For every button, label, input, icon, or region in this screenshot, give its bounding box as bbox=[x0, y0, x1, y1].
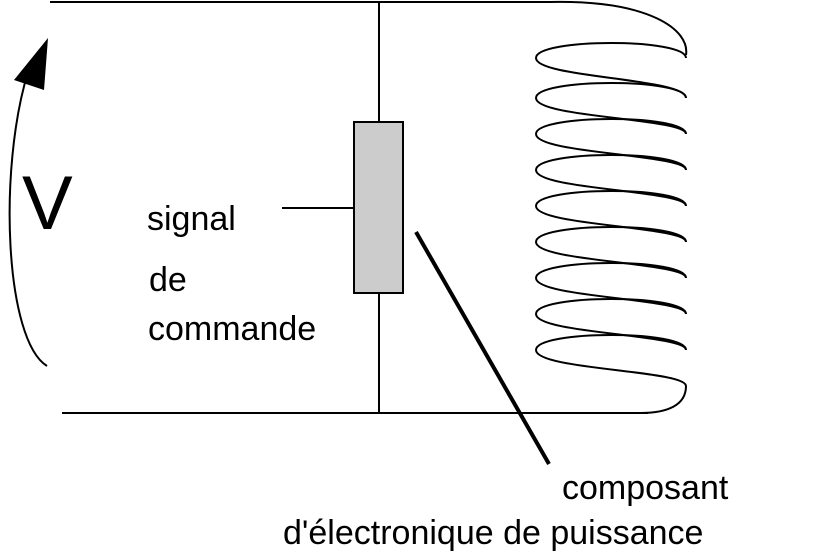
power-component-label-line1: composant bbox=[562, 469, 729, 507]
component-pointer-line bbox=[414, 231, 551, 465]
control-signal-label-line2: de bbox=[149, 261, 187, 299]
coil-bottom-lead bbox=[639, 385, 687, 414]
power-component-box bbox=[353, 121, 404, 294]
control-signal-label-line1: signal bbox=[147, 200, 236, 238]
power-component-label-line2: d'électronique de puissance bbox=[283, 514, 704, 552]
voltage-label: V bbox=[22, 161, 73, 246]
voltage-arrow-curve bbox=[8, 71, 48, 367]
coil-top-lead bbox=[549, 0, 688, 56]
control-signal-label-line3: commande bbox=[148, 310, 317, 348]
voltage-arrowhead-icon bbox=[14, 38, 48, 90]
inductor-coil bbox=[534, 42, 687, 387]
